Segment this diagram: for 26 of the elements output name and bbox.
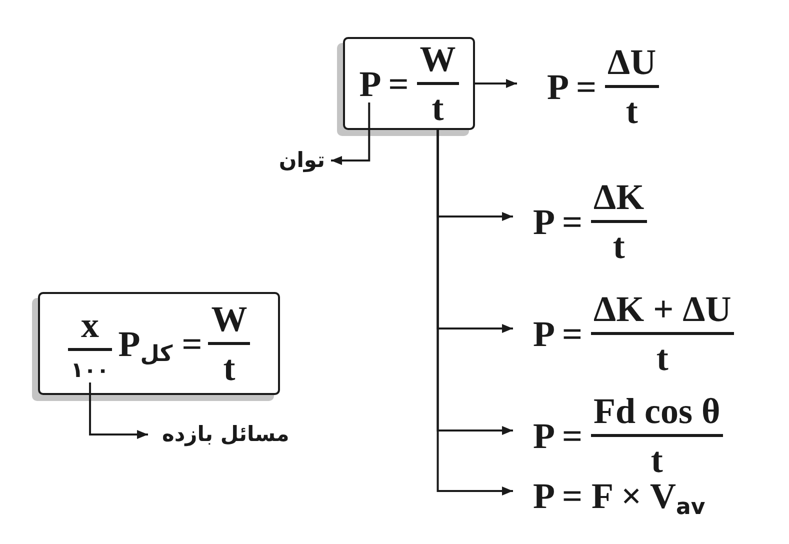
- arrow: [475, 79, 517, 88]
- fraction-denominator: t: [624, 93, 639, 129]
- annotation-text: توان: [278, 150, 325, 171]
- formula-text: P =: [533, 418, 583, 454]
- fraction-denominator: t: [655, 340, 670, 376]
- fraction-denominator: t: [612, 228, 626, 264]
- formula-text: P =: [533, 316, 583, 352]
- fraction-denominator: t: [222, 350, 236, 386]
- fraction-numerator: ΔK + ΔU: [592, 291, 732, 327]
- fraction-numerator: W: [418, 41, 457, 77]
- formula-text: P = F × V$_{av}$: [533, 478, 706, 514]
- fraction-numerator: ΔU: [606, 44, 658, 80]
- formula-text: P =: [547, 68, 597, 104]
- fraction-denominator: t: [650, 442, 664, 478]
- fraction-numerator: x: [80, 306, 100, 342]
- formula-text: P =: [359, 66, 409, 102]
- fraction-denominator: t: [430, 90, 445, 126]
- fraction-numerator: W: [210, 301, 248, 337]
- annotation-text: مسائل بازده: [162, 424, 290, 445]
- fraction-numerator: Fd cos θ: [592, 393, 722, 429]
- fraction-numerator: ΔK: [592, 179, 646, 215]
- formula-text: P =: [533, 204, 583, 240]
- arrow: [436, 128, 513, 496]
- arrow: [331, 102, 370, 165]
- arrow: [89, 382, 148, 439]
- fraction-denominator: ۱۰۰: [70, 356, 110, 380]
